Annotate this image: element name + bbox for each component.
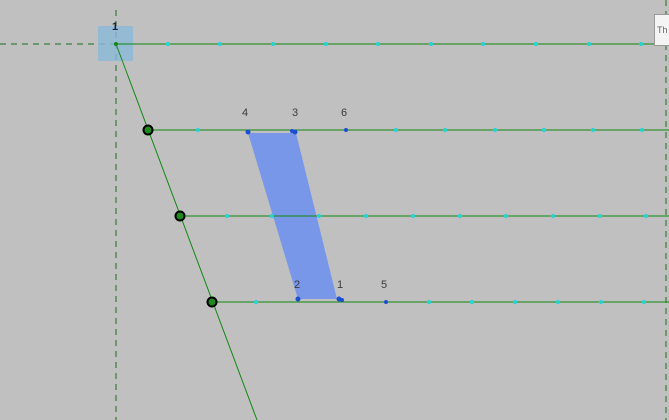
vertex-label-5: 5 xyxy=(381,279,387,291)
grid-point xyxy=(458,214,462,218)
grid-point xyxy=(394,128,398,132)
vertex-label-6: 6 xyxy=(341,107,347,119)
grid-point xyxy=(196,128,200,132)
grid-point xyxy=(551,214,555,218)
node-point-6[interactable] xyxy=(344,128,348,132)
grid-point xyxy=(317,214,321,218)
grid-point xyxy=(542,128,546,132)
level-markers[interactable] xyxy=(142,124,218,308)
node-points[interactable] xyxy=(245,128,389,304)
grid-point xyxy=(270,214,274,218)
grid-points-top xyxy=(166,42,643,46)
slanted-axis-line[interactable] xyxy=(115,43,258,420)
node-point-3b[interactable] xyxy=(290,129,294,133)
grid-point xyxy=(591,128,595,132)
grid-points-level-1 xyxy=(196,128,644,132)
corner-tab-button[interactable]: Th xyxy=(654,14,669,46)
circle-node-icon[interactable] xyxy=(142,124,154,136)
grid-point xyxy=(427,300,431,304)
grid-point xyxy=(429,42,433,46)
node-point-5[interactable] xyxy=(384,300,388,304)
origin-point[interactable] xyxy=(114,42,118,46)
grid-point xyxy=(481,42,485,46)
grid-point xyxy=(411,214,415,218)
grid-point xyxy=(254,300,258,304)
grid-point xyxy=(504,214,508,218)
grid-point xyxy=(587,42,591,46)
grid-point xyxy=(534,42,538,46)
grid-point xyxy=(225,214,229,218)
grid-point xyxy=(364,214,368,218)
grid-point xyxy=(599,300,603,304)
grid-point xyxy=(470,300,474,304)
vertex-label-4: 4 xyxy=(242,107,248,119)
grid-points-level-2 xyxy=(225,214,648,218)
node-point-2[interactable] xyxy=(295,296,301,302)
grid-point xyxy=(556,300,560,304)
grid-point xyxy=(376,42,380,46)
grid-point xyxy=(443,128,447,132)
origin-label: 1 xyxy=(112,21,118,33)
vertex-label-1: 1 xyxy=(337,279,343,291)
grid-point xyxy=(639,42,643,46)
grid-point xyxy=(166,42,170,46)
node-point-4[interactable] xyxy=(245,129,251,135)
vertex-label-3: 3 xyxy=(292,107,298,119)
node-point-1b[interactable] xyxy=(340,298,344,302)
grid-point xyxy=(493,128,497,132)
grid-point xyxy=(218,42,222,46)
grid-point xyxy=(271,42,275,46)
grid-point xyxy=(644,214,648,218)
grid-point xyxy=(640,128,644,132)
circle-node-icon[interactable] xyxy=(206,296,218,308)
grid-points-level-3 xyxy=(254,300,646,304)
grid-point xyxy=(324,42,328,46)
grid-point xyxy=(598,214,602,218)
grid-point xyxy=(513,300,517,304)
vertex-label-2: 2 xyxy=(294,279,300,291)
circle-node-icon[interactable] xyxy=(174,210,186,222)
grid-point xyxy=(642,300,646,304)
